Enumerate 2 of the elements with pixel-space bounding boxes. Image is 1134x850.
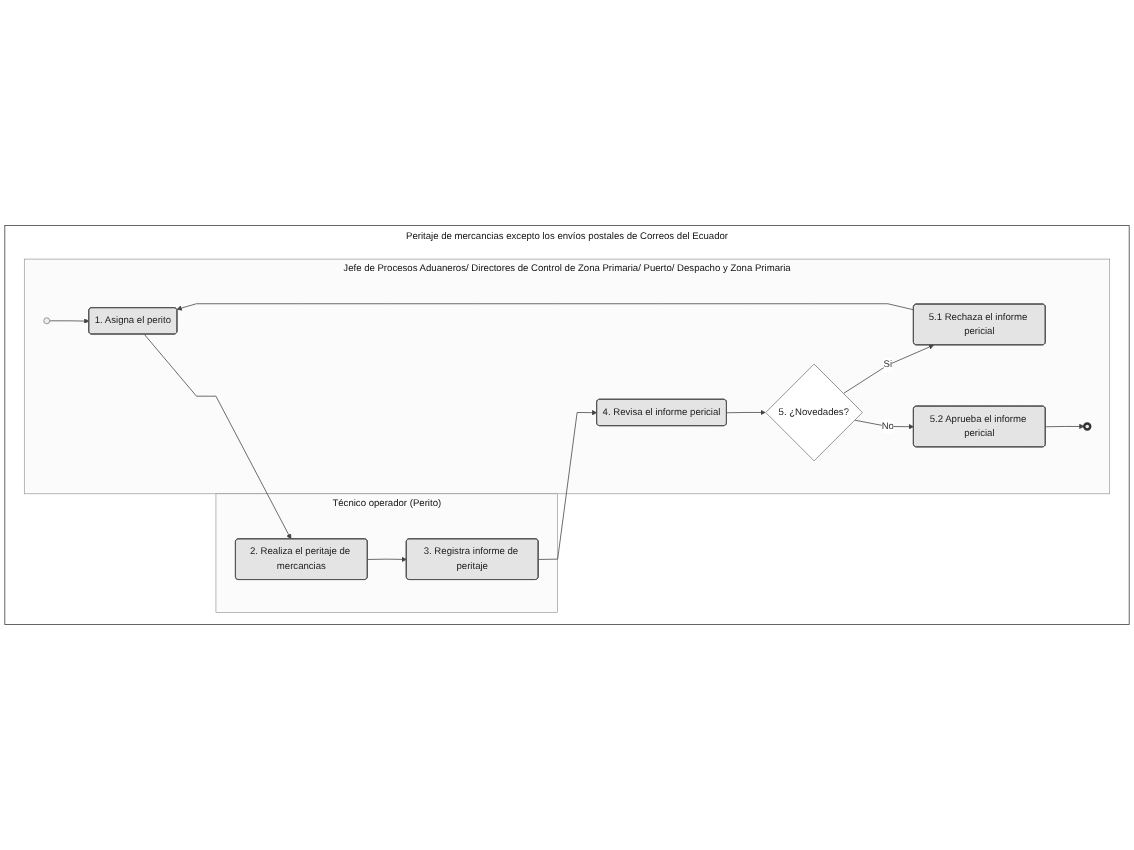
node-circle — [1083, 422, 1092, 431]
node-circle — [43, 317, 51, 325]
